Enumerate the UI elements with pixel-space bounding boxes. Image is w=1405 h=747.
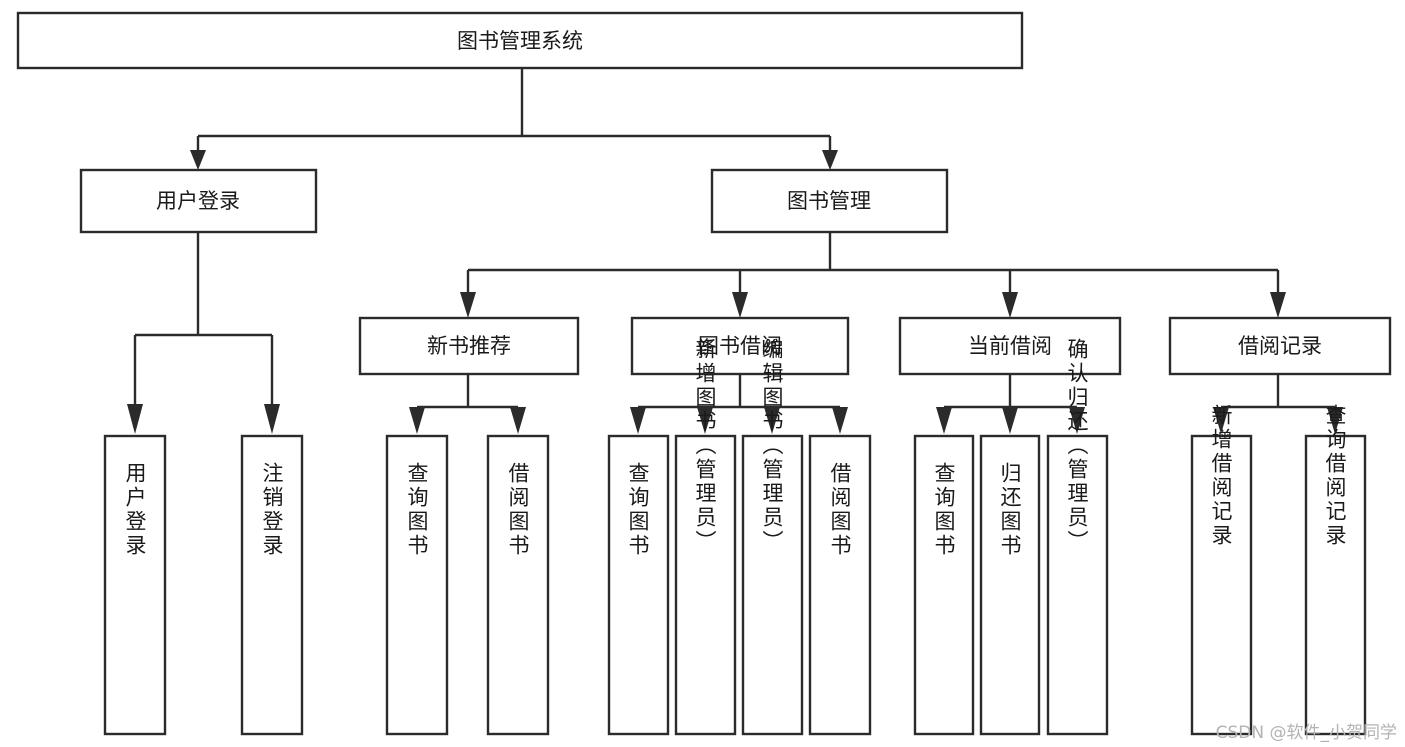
arrow-to-new-book-recommend — [460, 292, 476, 318]
arrow-to-leaf-query-book-2 — [630, 407, 646, 434]
node-borrow-record-box[interactable] — [1168, 316, 1392, 376]
leaf-query-record-box[interactable] — [1304, 434, 1367, 736]
node-book-manage[interactable]: 图书管理 — [710, 168, 949, 234]
leaf-edit-book[interactable]: 编辑图书（管理员） — [741, 338, 804, 736]
leaf-return-book[interactable]: 归还图书 — [979, 434, 1041, 736]
leaf-query-record-label: 查询借阅记录 — [1323, 404, 1347, 548]
leaf-borrow-book-1[interactable]: 借阅图书 — [486, 434, 550, 736]
node-root-box[interactable] — [16, 11, 1024, 70]
node-user-login[interactable]: 用户登录 — [79, 168, 318, 234]
leaf-logout-login-box[interactable] — [240, 434, 304, 736]
node-book-borrow[interactable]: 图书借阅 — [630, 316, 850, 376]
arrow-to-leaf-confirm-return — [1069, 407, 1085, 434]
node-book-manage-label: 图书管理 — [787, 189, 871, 213]
leaf-borrow-book-2[interactable]: 借阅图书 — [808, 434, 872, 736]
leaf-user-login[interactable]: 用户登录 — [103, 434, 167, 736]
node-new-book-recommend-box[interactable] — [358, 316, 580, 376]
node-user-login-label: 用户登录 — [156, 189, 240, 213]
node-book-manage-box[interactable] — [710, 168, 949, 234]
leaf-borrow-book-2-box[interactable] — [808, 434, 872, 736]
leaf-logout-login[interactable]: 注销登录 — [240, 434, 304, 736]
arrow-to-leaf-borrow-book-1 — [510, 407, 526, 434]
leaf-add-record-box[interactable] — [1190, 434, 1253, 736]
leaf-add-book-label: 新增图书（管理员） — [693, 338, 717, 554]
arrow-root-to-user-login — [190, 150, 206, 170]
arrow-to-borrow-record — [1270, 292, 1286, 318]
node-borrow-record-label: 借阅记录 — [1238, 334, 1322, 358]
leaf-query-book-3-box[interactable] — [913, 434, 975, 736]
arrow-to-leaf-user-login — [127, 404, 143, 434]
node-current-borrow-label: 当前借阅 — [968, 334, 1052, 358]
leaf-return-book-label: 归还图书 — [998, 462, 1022, 558]
arrow-to-leaf-add-record — [1213, 407, 1229, 434]
leaf-user-login-label: 用户登录 — [123, 462, 147, 558]
node-user-login-box[interactable] — [79, 168, 318, 234]
leaf-borrow-book-1-box[interactable] — [486, 434, 550, 736]
leaf-add-book[interactable]: 新增图书（管理员） — [674, 338, 737, 736]
leaf-add-record[interactable]: 新增借阅记录 — [1190, 404, 1253, 736]
leaf-borrow-book-1-label: 借阅图书 — [506, 462, 530, 558]
leaf-query-book-1[interactable]: 查询图书 — [385, 434, 449, 736]
leaf-confirm-return[interactable]: 确认归还（管理员） — [1046, 338, 1109, 736]
leaf-edit-book-label: 编辑图书（管理员） — [760, 338, 784, 554]
node-new-book-recommend[interactable]: 新书推荐 — [358, 316, 580, 376]
leaf-add-book-box[interactable] — [674, 434, 737, 736]
leaf-query-book-3-label: 查询图书 — [932, 462, 956, 558]
leaf-query-record[interactable]: 查询借阅记录 — [1304, 404, 1367, 736]
node-borrow-record[interactable]: 借阅记录 — [1168, 316, 1392, 376]
arrow-to-leaf-return-book — [1002, 407, 1018, 434]
arrow-to-leaf-borrow-book-2 — [832, 407, 848, 434]
leaf-edit-book-box[interactable] — [741, 434, 804, 736]
leaf-logout-login-label: 注销登录 — [260, 462, 284, 558]
node-book-borrow-box[interactable] — [630, 316, 850, 376]
arrow-to-book-borrow — [732, 292, 748, 318]
leaf-add-record-label: 新增借阅记录 — [1209, 404, 1233, 548]
arrow-to-current-borrow — [1002, 292, 1018, 318]
node-root[interactable]: 图书管理系统 — [16, 11, 1024, 70]
node-current-borrow-box[interactable] — [898, 316, 1122, 376]
arrow-to-leaf-query-record — [1327, 407, 1343, 434]
arrow-root-to-book-manage — [822, 150, 838, 170]
arrow-to-leaf-edit-book — [764, 407, 780, 434]
connectors-layer — [127, 68, 1343, 434]
leaf-confirm-return-box[interactable] — [1046, 434, 1109, 736]
node-current-borrow[interactable]: 当前借阅 — [898, 316, 1122, 376]
arrow-to-leaf-query-book-3 — [936, 407, 952, 434]
leaf-query-book-3[interactable]: 查询图书 — [913, 434, 975, 736]
leaf-query-book-2-box[interactable] — [607, 434, 670, 736]
leaf-query-book-2[interactable]: 查询图书 — [607, 434, 670, 736]
leaf-query-book-1-label: 查询图书 — [405, 462, 429, 558]
leaf-user-login-box[interactable] — [103, 434, 167, 736]
leaf-return-book-box[interactable] — [979, 434, 1041, 736]
arrow-to-leaf-logout-login — [264, 404, 280, 434]
node-new-book-recommend-label: 新书推荐 — [427, 334, 511, 358]
leaf-confirm-return-label: 确认归还（管理员） — [1065, 338, 1089, 554]
leaf-borrow-book-2-label: 借阅图书 — [828, 462, 852, 558]
arrow-to-leaf-add-book — [697, 407, 713, 434]
arrow-to-leaf-query-book-1 — [409, 407, 425, 434]
leaf-query-book-1-box[interactable] — [385, 434, 449, 736]
leaf-query-book-2-label: 查询图书 — [626, 462, 650, 558]
node-book-borrow-label: 图书借阅 — [698, 334, 782, 358]
node-root-label: 图书管理系统 — [457, 29, 583, 53]
